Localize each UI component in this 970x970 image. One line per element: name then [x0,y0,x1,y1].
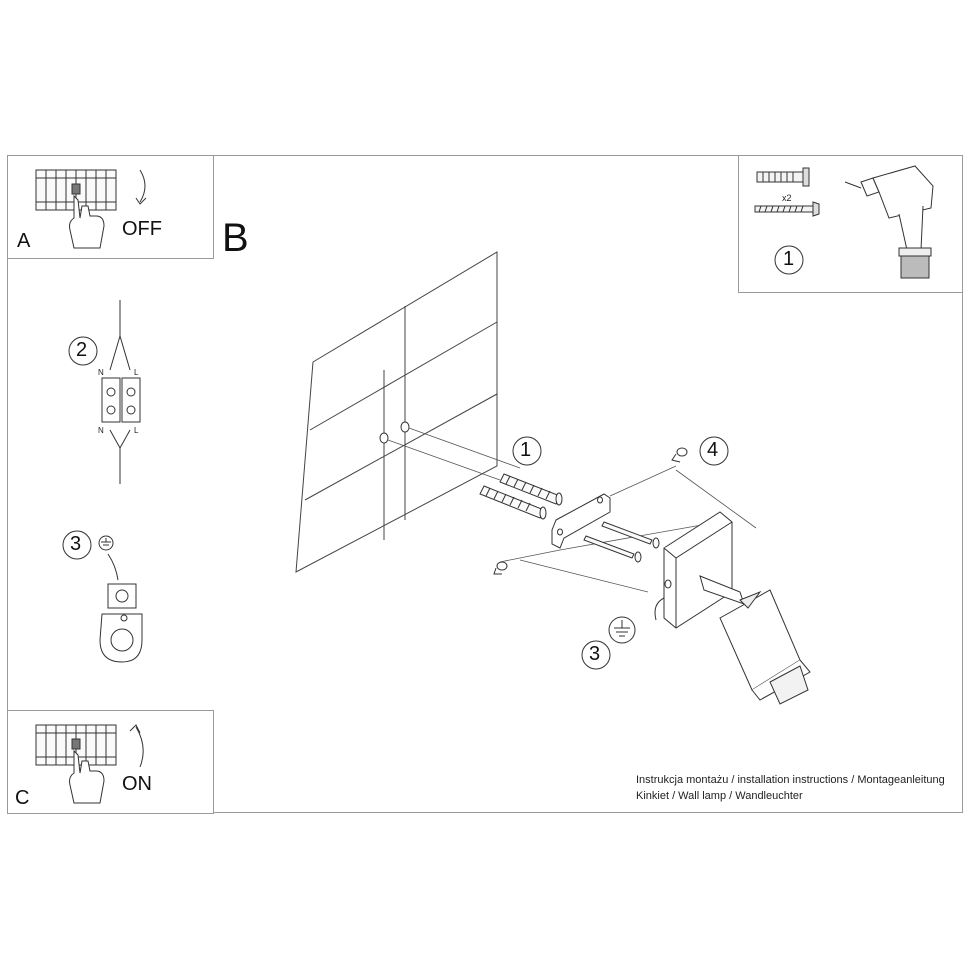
caption-line-2: Kinkiet / Wall lamp / Wandleuchter [636,790,803,802]
panel-a-letter: A [17,230,31,252]
on-label: ON [122,773,152,795]
live-bottom-label: L [134,426,139,435]
step-3-number: 3 [70,533,82,555]
breaker-hand-on-icon [35,724,144,804]
step-4-number: 4 [707,439,719,461]
earth-terminal-icon [98,535,143,663]
screw-icon [754,201,820,217]
panel-c-switch-on: C ON [7,710,214,814]
caption-line-1: Instrukcja montażu / installation instru… [636,774,945,786]
wall-plugs-icon [479,473,563,520]
screws-icon [583,521,660,563]
wall-plug-icon [756,167,810,187]
neutral-top-label: N [98,368,104,377]
wall-holes-icon [379,421,410,444]
quantity-label: x2 [782,193,792,203]
breaker-hand-off-icon [35,169,147,249]
step-1-number: 1 [520,439,532,461]
panel-b-letter: B [222,216,249,260]
step-badges [62,336,729,670]
caption: Instrukcja montażu / installation instru… [636,772,945,804]
instruction-sheet [7,155,963,813]
terminal-block-icon [101,300,141,484]
tools-panel: x2 1 [738,155,963,293]
step-1-tools-badge [774,245,804,275]
step-2-number: 2 [76,339,88,361]
mounting-bracket-icon [551,493,611,549]
tools-art [754,165,934,279]
step-1-tools-number: 1 [783,248,795,270]
small-screw-icon [493,447,688,575]
off-label: OFF [122,218,162,240]
step-3-main-number: 3 [589,643,601,665]
panel-c-letter: C [15,787,30,809]
earth-symbol-main-icon [608,616,636,644]
neutral-bottom-label: N [98,426,104,435]
wall-lamp-icon [663,511,811,705]
wall-tiles [295,251,498,573]
drill-icon [844,165,934,279]
live-top-label: L [134,368,139,377]
earth-wire-icon [654,597,665,621]
panel-a-switch-off: A OFF [7,155,214,259]
